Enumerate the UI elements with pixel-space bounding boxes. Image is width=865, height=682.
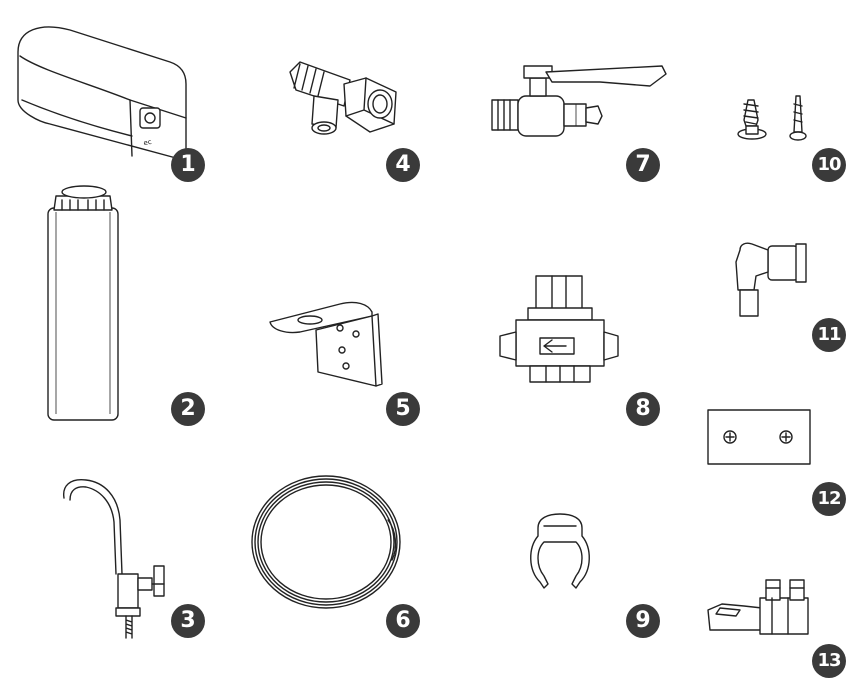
tubing-coil-illustration	[252, 476, 400, 608]
faucet-illustration	[64, 480, 164, 638]
part-number-11: 11	[812, 318, 846, 352]
elbow-fitting-illustration	[736, 243, 806, 316]
part-number-10: 10	[812, 148, 846, 182]
mounting-plate-illustration	[708, 410, 810, 464]
main-unit-illustration: ec	[18, 27, 186, 158]
ball-valve-illustration	[492, 66, 666, 136]
part-number-3: 3	[171, 604, 205, 638]
tube-clip-illustration	[531, 514, 590, 588]
part-number-7: 7	[626, 148, 660, 182]
part-number-2: 2	[171, 392, 205, 426]
part-number-1: 1	[171, 148, 205, 182]
part-number-9: 9	[626, 604, 660, 638]
part-number-6: 6	[386, 604, 420, 638]
filter-cartridge-illustration	[48, 186, 118, 420]
screws-illustration	[738, 96, 806, 140]
part-number-13: 13	[812, 644, 846, 678]
mounting-bracket-illustration	[270, 302, 382, 386]
part-number-4: 4	[386, 148, 420, 182]
auto-shutoff-valve-illustration	[500, 276, 618, 382]
part-number-8: 8	[626, 392, 660, 426]
part-number-5: 5	[386, 392, 420, 426]
part-number-12: 12	[812, 482, 846, 516]
leak-stop-valve-illustration	[708, 580, 808, 634]
tee-adapter-illustration	[290, 62, 396, 134]
